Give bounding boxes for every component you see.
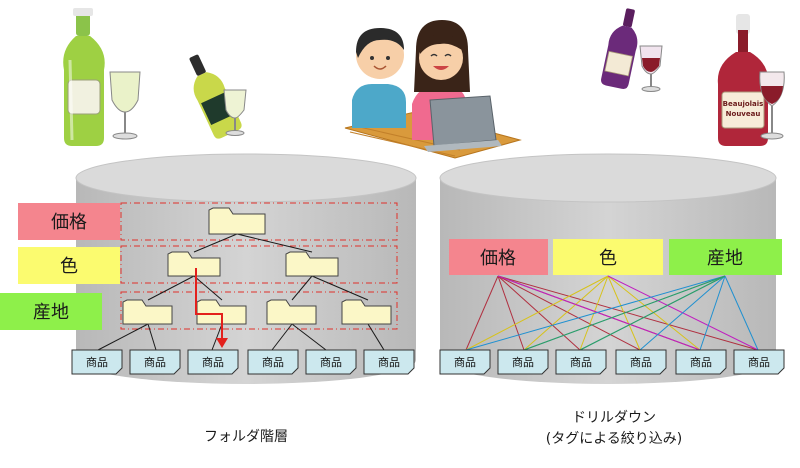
product-item: 商品 xyxy=(363,349,415,375)
left-cylinder xyxy=(75,153,417,384)
product-item: 商品 xyxy=(247,349,299,375)
svg-text:商品: 商品 xyxy=(86,355,108,369)
product-item: 商品 xyxy=(439,349,491,375)
left-tag-price-box xyxy=(18,203,120,240)
folder-icon xyxy=(208,207,266,235)
right-tag-color-box xyxy=(553,239,663,275)
folder-icon xyxy=(266,299,317,325)
product-item: 商品 xyxy=(71,349,123,375)
left-products: 商品 商品 商品 商品 商品 商品 xyxy=(71,349,415,375)
folder-icon xyxy=(196,299,247,325)
champagne-bottle-icon xyxy=(63,8,105,146)
left-tag-origin: 産地 xyxy=(33,302,69,323)
white-wine-icon xyxy=(189,54,247,139)
level-box-color xyxy=(120,245,398,284)
tag-product-links xyxy=(465,275,759,351)
folder-level-boxes xyxy=(120,202,398,330)
product-item: 商品 xyxy=(675,349,727,375)
right-tag-color: 色 xyxy=(599,248,617,269)
svg-text:商品: 商品 xyxy=(202,355,224,369)
svg-text:商品: 商品 xyxy=(454,355,476,369)
left-tag-origin-box xyxy=(0,293,102,330)
right-cylinder xyxy=(439,153,777,384)
folder-tree-lines xyxy=(97,233,385,351)
red-wine-glass-icon xyxy=(759,71,785,140)
right-products: 商品 商品 商品 商品 商品 商品 xyxy=(439,349,785,375)
product-item: 商品 xyxy=(129,349,181,375)
svg-text:商品: 商品 xyxy=(262,355,284,369)
left-tag-labels: 価格 色 産地 xyxy=(0,203,120,330)
right-caption-line1: ドリルダウン xyxy=(572,410,656,426)
right-tag-origin: 産地 xyxy=(707,248,743,269)
couple-laptop-icon xyxy=(344,20,522,159)
right-tag-origin-box xyxy=(669,239,782,275)
svg-text:商品: 商品 xyxy=(748,355,770,369)
svg-text:商品: 商品 xyxy=(378,355,400,369)
folder-icon xyxy=(285,251,339,277)
folder-icons xyxy=(122,207,392,325)
navigation-path-arrow xyxy=(195,268,228,348)
folder-icon xyxy=(341,299,392,325)
red-wine-small-icon xyxy=(601,8,663,92)
level-box-price xyxy=(120,202,398,241)
champagne-glass-icon xyxy=(109,71,141,140)
svg-text:商品: 商品 xyxy=(512,355,534,369)
beaujolais-bottle-icon: Beaujolais Nouveau xyxy=(717,14,769,146)
beaujolais-label-line2: Nouveau xyxy=(726,110,761,118)
left-tag-price: 価格 xyxy=(51,212,87,233)
folder-icon xyxy=(122,299,173,325)
right-caption-line2: (タグによる絞り込み) xyxy=(546,431,683,447)
svg-text:商品: 商品 xyxy=(690,355,712,369)
beaujolais-label-line1: Beaujolais xyxy=(723,100,764,108)
folder-icon xyxy=(167,251,221,277)
right-tag-labels: 価格 色 産地 xyxy=(449,239,782,275)
product-item: 商品 xyxy=(733,349,785,375)
product-item: 商品 xyxy=(555,349,607,375)
product-item: 商品 xyxy=(615,349,667,375)
svg-text:商品: 商品 xyxy=(320,355,342,369)
product-item: 商品 xyxy=(305,349,357,375)
product-item: 商品 xyxy=(187,349,239,375)
svg-text:商品: 商品 xyxy=(630,355,652,369)
right-tag-price-box xyxy=(449,239,548,275)
svg-text:商品: 商品 xyxy=(144,355,166,369)
left-caption: フォルダ階層 xyxy=(204,429,288,445)
left-tag-color-box xyxy=(18,247,120,284)
level-box-origin xyxy=(120,291,398,330)
right-tag-price: 価格 xyxy=(480,248,516,269)
left-tag-color: 色 xyxy=(60,256,78,277)
product-item: 商品 xyxy=(497,349,549,375)
svg-text:商品: 商品 xyxy=(570,355,592,369)
